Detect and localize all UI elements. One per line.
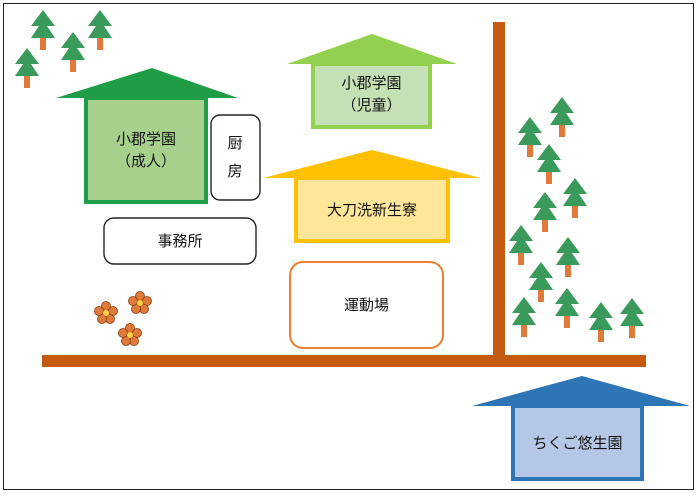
road-vertical [493,22,505,360]
building-shogun-child [287,34,457,129]
tree-icon [620,298,644,338]
tree-icon [512,297,536,337]
office-label: 事務所 [157,232,203,250]
tree-icon [533,192,557,232]
flower-icon [128,291,152,314]
tree-icon [589,302,613,342]
sports-ground-label: 運動場 [343,296,389,314]
shogun-child-sub: （児童） [341,96,402,114]
building-dormitory [263,150,481,243]
building-shogun-adult [56,68,238,204]
shogun-adult-label: 小郡学園 （成人） [88,128,204,172]
flowers [94,291,152,346]
flower-icon [94,301,118,324]
tree-icon [550,97,574,137]
office-box [103,217,257,265]
dormitory-label: 大刀洗新生寮 [326,201,417,219]
chikugo-label: ちくご悠生園 [532,434,623,452]
flower-icon [118,323,142,346]
shogun-child-label: 小郡学園 （児童） [315,72,428,116]
trees [15,10,644,342]
tree-icon [31,10,55,50]
kitchen-box [210,114,261,201]
building-chikugo [472,376,690,481]
road-horizontal [42,355,646,367]
tree-icon [563,178,587,218]
tree-icon [556,237,580,277]
tree-icon [61,32,85,72]
kitchen-label: 厨 房 [225,129,245,185]
sports-ground-box [289,261,444,349]
tree-icon [537,144,561,184]
map-border [3,3,694,490]
tree-icon [529,262,553,302]
kitchen-char-1: 厨 [227,134,243,152]
tree-icon [555,288,579,328]
shogun-adult-name: 小郡学園 [115,130,176,148]
tree-icon [509,225,533,265]
tree-icon [88,10,112,50]
shogun-child-name: 小郡学園 [341,74,402,92]
tree-icon [15,48,39,88]
kitchen-char-2: 房 [227,162,243,180]
tree-icon [518,117,542,157]
shogun-adult-sub: （成人） [115,152,176,170]
